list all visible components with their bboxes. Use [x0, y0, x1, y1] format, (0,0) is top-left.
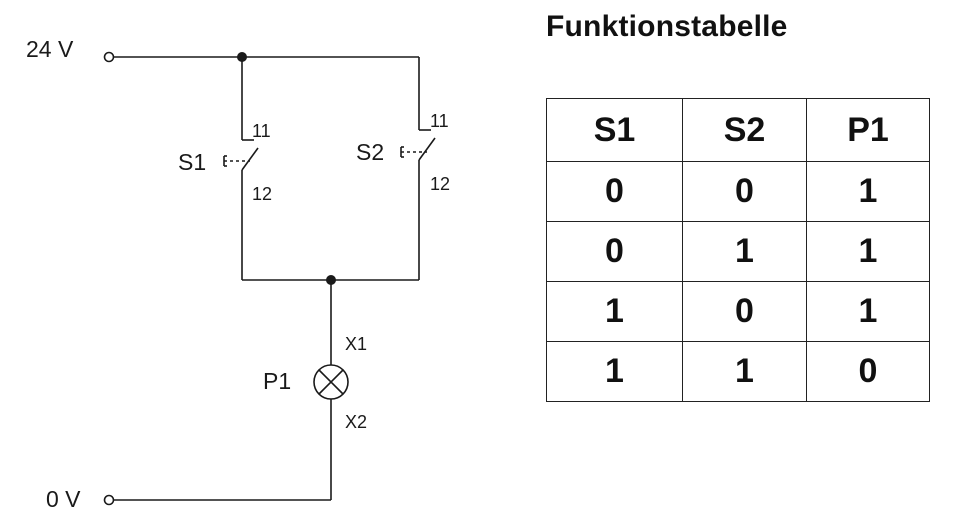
- header-s1: S1: [546, 98, 683, 162]
- label-p1: P1: [263, 368, 291, 394]
- junction-dot-bottom: [326, 275, 336, 285]
- header-p1: P1: [806, 98, 930, 162]
- label-24v: 24 V: [26, 36, 74, 62]
- table-cell: 0: [682, 281, 807, 342]
- table-cell: 1: [682, 341, 807, 402]
- table-cell: 0: [806, 341, 930, 402]
- table-cell: 0: [546, 221, 683, 282]
- table-cell: 0: [546, 161, 683, 222]
- label-s2: S2: [356, 139, 384, 165]
- function-table: S1 S2 P1 0 0 1 0 1 1 1 0 1 1 1 0: [546, 98, 930, 402]
- table-row: 1 0 1: [546, 281, 930, 342]
- terminal-0v-circle: [103, 494, 115, 506]
- table-cell: 1: [546, 281, 683, 342]
- junction-dot-top: [237, 52, 247, 62]
- table-cell: 1: [806, 221, 930, 282]
- table-row: 0 1 1: [546, 221, 930, 282]
- table-cell: 1: [546, 341, 683, 402]
- lamp-p1-icon: [313, 364, 349, 400]
- table-cell: 1: [806, 161, 930, 222]
- switch-s2-icon: [400, 129, 436, 161]
- label-0v: 0 V: [46, 486, 81, 512]
- table-cell: 1: [682, 221, 807, 282]
- circuit-diagram: 24 V 0 V S1 11 12 S2 11 12 P1 X1 X2: [26, 36, 450, 512]
- label-s1: S1: [178, 149, 206, 175]
- table-title: Funktionstabelle: [546, 10, 788, 43]
- table-row: 0 0 1: [546, 161, 930, 222]
- label-s2-terminal-bottom: 12: [430, 174, 450, 194]
- table-header-row: S1 S2 P1: [546, 98, 930, 162]
- label-x1: X1: [345, 334, 367, 354]
- label-s1-terminal-bottom: 12: [252, 184, 272, 204]
- label-s1-terminal-top: 11: [252, 121, 271, 141]
- table-row: 1 1 0: [546, 341, 930, 402]
- switch-s1-icon: [223, 139, 259, 171]
- header-s2: S2: [682, 98, 807, 162]
- table-cell: 0: [682, 161, 807, 222]
- label-x2: X2: [345, 412, 367, 432]
- label-s2-terminal-top: 11: [430, 111, 449, 131]
- table-cell: 1: [806, 281, 930, 342]
- terminal-24v-circle: [103, 51, 115, 63]
